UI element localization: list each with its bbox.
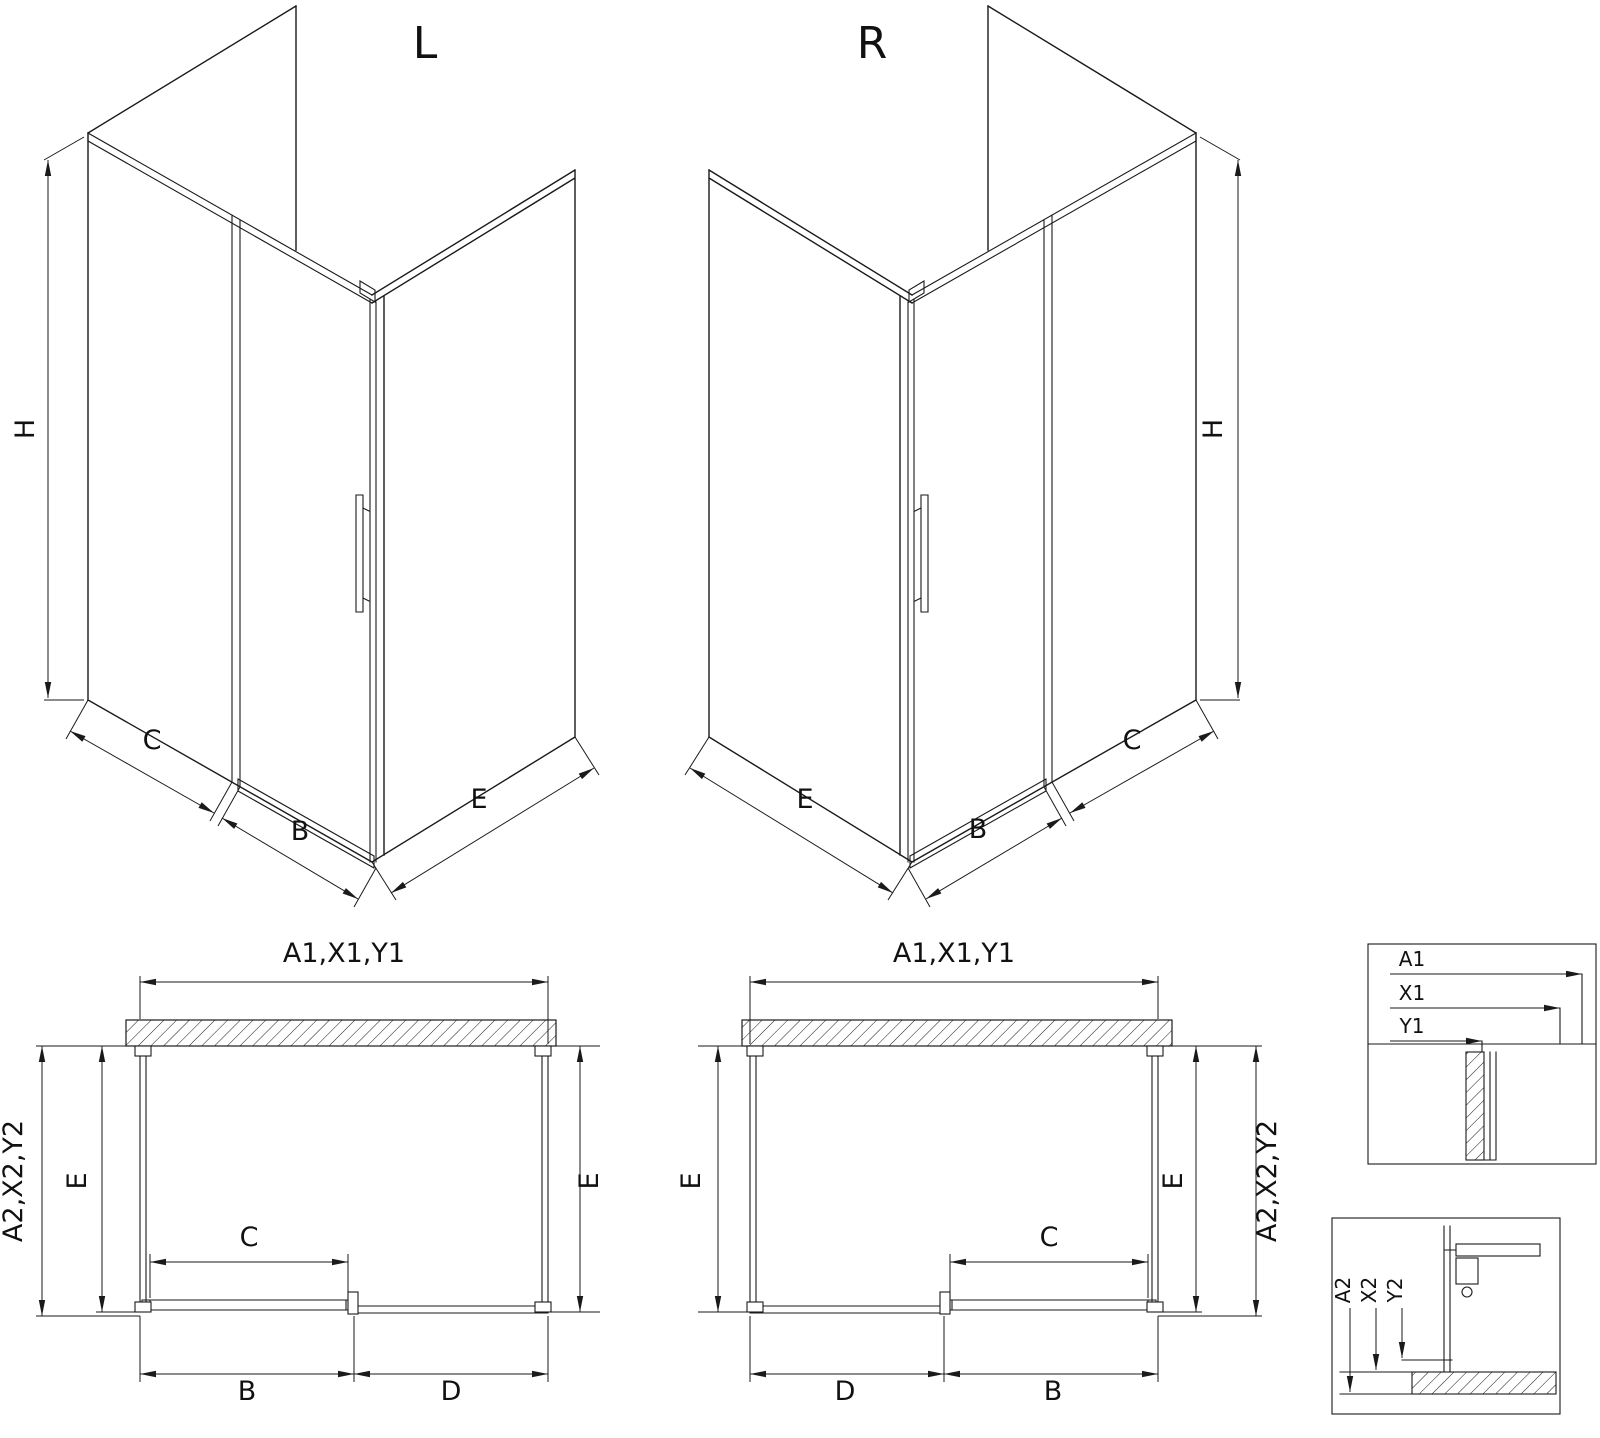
- detail-wall-profile-bottom: A2 X2 Y2: [1331, 1217, 1561, 1415]
- detail-bottom-roller-assembly: [1455, 1243, 1541, 1298]
- plan-left-dim-right-label: E: [574, 1172, 605, 1189]
- iso-right-dim-h-label: H: [1198, 419, 1229, 439]
- plan-view-left: A1,X1,Y1 A2,X2,Y2 E E C B D: [0, 938, 605, 1407]
- profile-block: [1146, 1045, 1164, 1057]
- profile-block: [134, 1301, 152, 1313]
- plan-left-dim-bottom-right-label: D: [441, 1376, 462, 1407]
- plan-view-right: A1,X1,Y1 A2,X2,Y2 E E C D B: [676, 938, 1283, 1407]
- iso-right-title: R: [857, 18, 888, 69]
- plan-right-dim-bottom-left-label: D: [835, 1376, 856, 1407]
- plan-left-wall-hatched: [125, 1019, 557, 1047]
- iso-right-dim-line-e: [689, 767, 894, 894]
- plan-right-dim-left-label: E: [676, 1172, 707, 1189]
- profile-block: [1146, 1301, 1164, 1313]
- roller-rail: [1455, 1243, 1541, 1257]
- plan-right-dim-right-inner-label: E: [1158, 1172, 1189, 1189]
- iso-left-dim-line-c: [69, 730, 215, 814]
- plan-right-profile-blocks: [746, 1045, 1164, 1315]
- iso-right-dim-line-c: [1069, 730, 1215, 814]
- iso-left-extension-lines: [43, 136, 600, 908]
- roller-wheel: [1461, 1286, 1473, 1298]
- profile-block: [746, 1045, 764, 1057]
- plan-left-dim-left-inner-label: E: [62, 1172, 93, 1189]
- detail-bottom-y2-label: Y2: [1383, 1278, 1407, 1304]
- profile-block: [534, 1045, 552, 1057]
- iso-right-dim-c-label: C: [1123, 725, 1142, 756]
- iso-left-title: L: [413, 18, 438, 69]
- detail-bottom-x2-label: X2: [1357, 1277, 1381, 1303]
- plan-right-dim-right-outer-label: A2,X2,Y2: [1252, 1120, 1283, 1242]
- iso-right-door-handle: [914, 494, 929, 613]
- plan-left-dim-opening-label: C: [240, 1222, 259, 1253]
- iso-right-dim-line-b: [925, 817, 1063, 900]
- iso-left-frame-profiles: [87, 132, 377, 869]
- detail-bottom-a2-label: A2: [1331, 1277, 1355, 1303]
- iso-left-dim-line-e: [390, 767, 595, 894]
- detail-top-section-lines: [1367, 973, 1597, 1161]
- iso-left-dim-b-label: B: [291, 816, 310, 847]
- detail-top-y1-label: Y1: [1399, 1014, 1425, 1038]
- plan-left-dim-bottom-left-label: B: [238, 1376, 257, 1407]
- detail-top-x1-label: X1: [1399, 981, 1425, 1005]
- plan-left-dim-left-outer-label: A2,X2,Y2: [0, 1120, 29, 1242]
- plan-right-extension-lines: [698, 976, 1262, 1382]
- plan-right-wall-hatched: [741, 1019, 1173, 1047]
- plan-left-extension-lines: [36, 976, 600, 1382]
- plan-left-glass-lines: [139, 1045, 549, 1314]
- plan-left-dim-top-label: A1,X1,Y1: [283, 938, 405, 969]
- detail-top-a1-label: A1: [1399, 947, 1425, 971]
- iso-view-right: R H E B C: [684, 5, 1242, 908]
- detail-bottom-section-lines: [1339, 1225, 1457, 1395]
- iso-left-dim-e-label: E: [470, 784, 487, 815]
- iso-right-dim-b-label: B: [969, 814, 988, 845]
- detail-bottom-wall-hatched: [1411, 1371, 1557, 1395]
- roller-block: [1455, 1257, 1479, 1285]
- profile-block: [534, 1301, 552, 1313]
- iso-right-frame-profiles: [907, 132, 1197, 869]
- plan-right-glass-lines: [749, 1045, 1159, 1314]
- iso-view-left: L H C B E: [10, 5, 600, 908]
- detail-wall-profile-top: A1 X1 Y1: [1367, 943, 1597, 1165]
- iso-right-dim-e-label: E: [796, 784, 813, 815]
- plan-left-profile-blocks: [134, 1045, 552, 1315]
- door-stopper-bracket: [939, 1291, 951, 1315]
- detail-top-wall-hatched: [1465, 1051, 1485, 1161]
- iso-right-extension-lines: [684, 136, 1241, 908]
- plan-right-dim-top-label: A1,X1,Y1: [893, 938, 1015, 969]
- iso-left-dim-h-label: H: [10, 419, 41, 439]
- profile-block: [134, 1045, 152, 1057]
- door-stopper-bracket: [347, 1291, 359, 1315]
- plan-right-dim-opening-label: C: [1040, 1222, 1059, 1253]
- profile-block: [746, 1301, 764, 1313]
- detail-top-border: [1367, 943, 1597, 1165]
- plan-right-dim-bottom-right-label: B: [1044, 1376, 1063, 1407]
- detail-bottom-border: [1331, 1217, 1561, 1415]
- iso-left-dim-line-b: [221, 817, 359, 900]
- iso-left-dim-c-label: C: [143, 725, 162, 756]
- iso-left-door-handle: [355, 494, 370, 613]
